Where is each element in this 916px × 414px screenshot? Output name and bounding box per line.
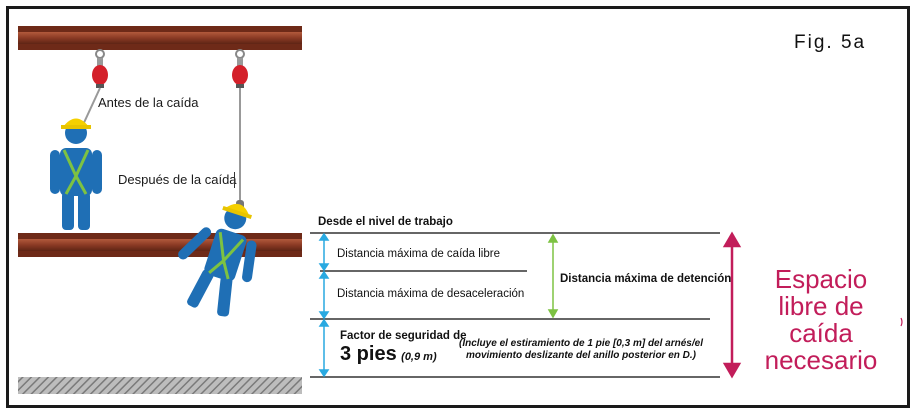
before-fall-label: Antes de la caída: [98, 95, 199, 110]
clearance-line1: Espacio: [774, 264, 868, 294]
safety-factor-label: Factor de seguridad de: [340, 330, 467, 342]
edge-mark: [900, 317, 903, 327]
work-level-header: Desde el nivel de trabajo: [318, 216, 453, 228]
worker-before-fall: [50, 118, 102, 230]
clearance-label: Espacio libre de caída necesario: [746, 266, 896, 374]
deceleration-arrow: [318, 270, 330, 320]
ground-surface: [18, 377, 302, 394]
text-cursor: [234, 172, 235, 188]
clearance-arrow: [722, 231, 742, 379]
safety-note: (Incluye el estiramiento de 1 pie [0,3 m…: [456, 338, 706, 362]
clearance-line2: libre de caída: [778, 291, 864, 348]
free-fall-arrow: [318, 232, 330, 272]
safety-factor-arrow: [318, 318, 330, 378]
safety-factor-metric: (0,9 m): [401, 351, 437, 363]
arrest-distance-label: Distancia máxima de detención: [560, 273, 732, 285]
safety-factor-value: 3 pies: [340, 343, 397, 365]
top-beam: [18, 26, 302, 50]
deceleration-label: Distancia máxima de desaceleración: [337, 288, 525, 300]
figure-frame: [6, 6, 910, 408]
safety-note-line2: movimiento deslizante del anillo posteri…: [465, 350, 697, 361]
safety-note-line1: (Incluye el estiramiento de 1 pie [0,3 m…: [459, 338, 703, 349]
free-fall-label: Distancia máxima de caída libre: [337, 248, 500, 260]
anchor-after-fall: [232, 49, 248, 214]
clearance-line3: necesario: [764, 345, 878, 375]
after-fall-label: Después de la caída: [118, 172, 237, 187]
figure-label: Fig. 5a: [794, 32, 867, 53]
safety-factor-value-group: 3 pies (0,9 m): [340, 343, 437, 366]
anchor-before-fall: [75, 49, 108, 141]
worker-after-fall: [178, 203, 257, 317]
arrest-distance-arrow: [547, 233, 559, 319]
work-level-beam: [18, 233, 302, 257]
